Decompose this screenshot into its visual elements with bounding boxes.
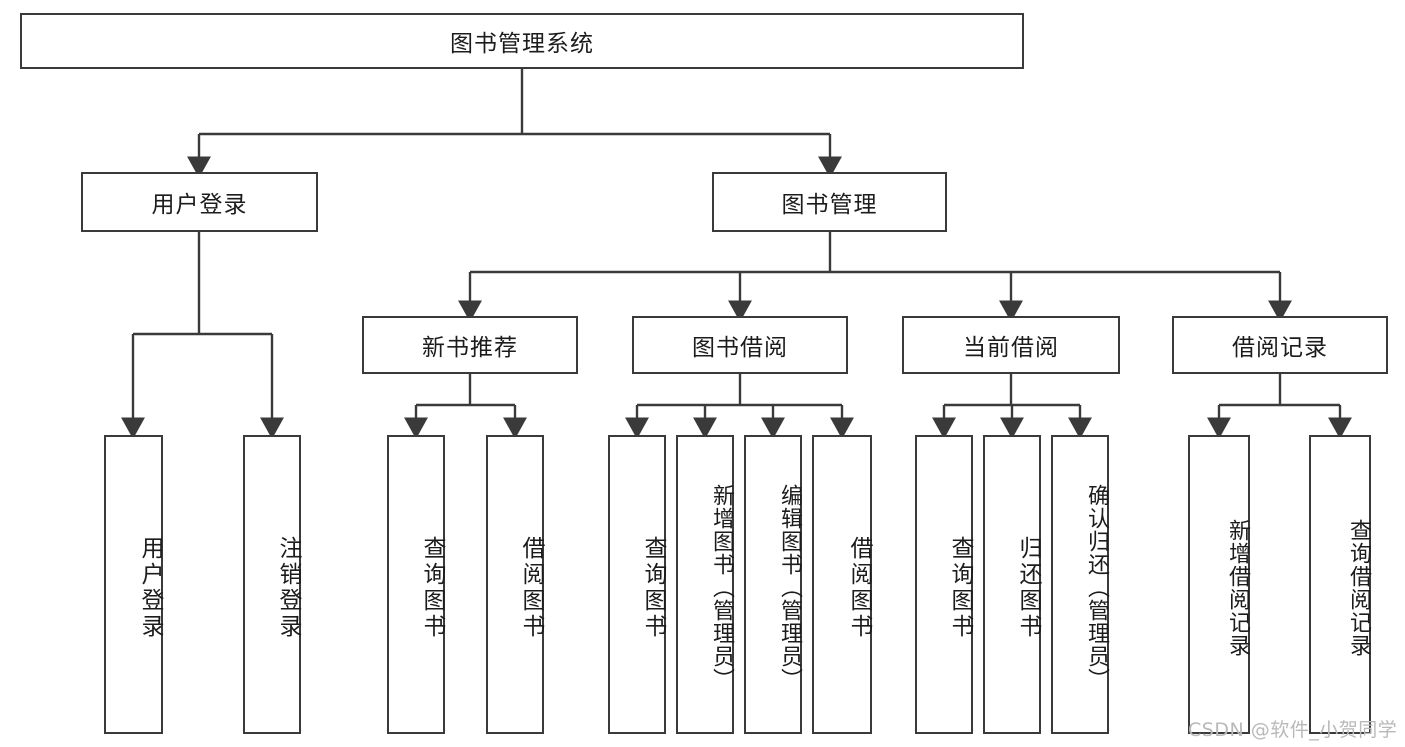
leaf-query-borrow-record[interactable]: 查询借阅记录 <box>1309 435 1371 734</box>
leaf-confirm-return-admin[interactable]: 确认归还（管理员） <box>1051 435 1109 734</box>
leaf-borrow-book-new[interactable]: 借阅图书 <box>486 435 544 734</box>
leaf-borrow-book[interactable]: 借阅图书 <box>812 435 872 734</box>
leaf-add-book-admin[interactable]: 新增图书（管理员） <box>676 435 734 734</box>
leaf-query-book-new[interactable]: 查询图书 <box>387 435 445 734</box>
leaf-query-book-borrow[interactable]: 查询图书 <box>608 435 666 734</box>
node-current-borrow[interactable]: 当前借阅 <box>902 316 1120 374</box>
leaf-edit-book-admin[interactable]: 编辑图书（管理员） <box>744 435 802 734</box>
node-book-borrow[interactable]: 图书借阅 <box>632 316 848 374</box>
node-borrow-record[interactable]: 借阅记录 <box>1172 316 1388 374</box>
node-user-login[interactable]: 用户登录 <box>81 172 318 232</box>
node-root[interactable]: 图书管理系统 <box>20 13 1024 69</box>
leaf-logout-login[interactable]: 注销登录 <box>243 435 301 734</box>
leaf-query-book-current[interactable]: 查询图书 <box>915 435 973 734</box>
node-new-book-recommend[interactable]: 新书推荐 <box>362 316 578 374</box>
leaf-add-borrow-record[interactable]: 新增借阅记录 <box>1188 435 1250 734</box>
leaf-user-login[interactable]: 用户登录 <box>104 435 163 734</box>
node-book-management[interactable]: 图书管理 <box>712 172 947 232</box>
csdn-watermark: CSDN @软件_小贺同学 <box>1188 719 1398 741</box>
leaf-return-book[interactable]: 归还图书 <box>983 435 1041 734</box>
